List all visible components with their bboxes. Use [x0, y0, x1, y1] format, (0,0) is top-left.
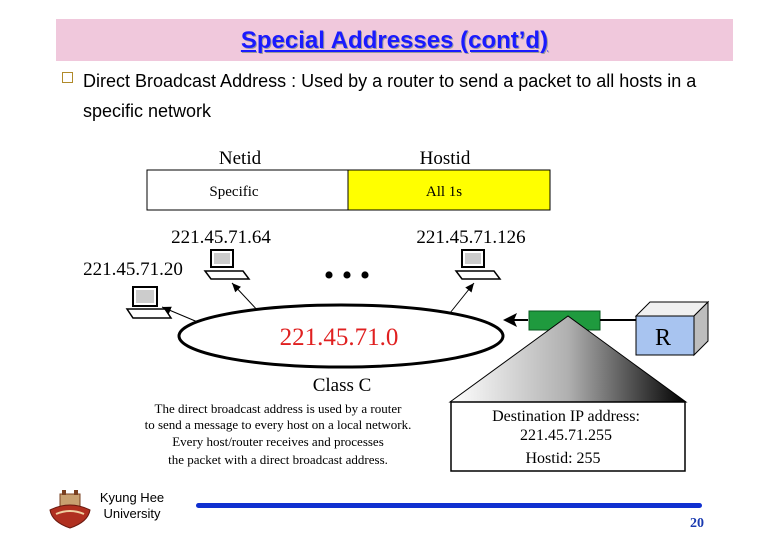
class-label: Class C — [313, 375, 372, 396]
bullet-square-icon — [62, 72, 73, 83]
all1s-label: All 1s — [426, 184, 462, 200]
university-line2: University — [103, 506, 161, 521]
computer-icon — [125, 286, 173, 319]
ellipsis-dots: • • • — [324, 259, 371, 292]
caption-line: the packet with a direct broadcast addre… — [168, 452, 388, 467]
caption-line: to send a message to every host on a loc… — [145, 417, 412, 432]
host2-ip: 221.45.71.126 — [416, 227, 525, 248]
broadcast-arrow — [449, 282, 475, 314]
host1-ip: 221.45.71.64 — [171, 227, 271, 248]
university-logo-icon — [49, 490, 91, 529]
broadcast-arrow — [231, 282, 261, 314]
router-label: R — [655, 325, 671, 351]
caption-line: The direct broadcast address is used by … — [155, 401, 403, 416]
host3-ip: 221.45.71.20 — [83, 259, 183, 280]
network-ellipse — [177, 303, 505, 369]
title-bar: Special Addresses (cont’d) — [56, 19, 733, 61]
netid-label: Netid — [219, 148, 262, 169]
broadcast-arrow — [161, 306, 201, 324]
specific-cell — [146, 169, 349, 211]
specific-label: Specific — [209, 184, 258, 200]
university-line1: Kyung Hee — [99, 490, 165, 505]
incoming-arrowhead — [503, 313, 517, 327]
page-number: 20 — [690, 516, 704, 531]
network-ip: 221.45.71.0 — [280, 324, 399, 351]
destination-line: 221.45.71.255 — [520, 427, 612, 444]
caption-line: Every host/router receives and processes — [172, 434, 384, 449]
university-name: Kyung Hee University — [92, 490, 172, 522]
bullet-text: Direct Broadcast Address : Used by a rou… — [83, 71, 697, 121]
destination-line: Hostid: 255 — [525, 450, 600, 467]
computer-icon — [203, 249, 251, 280]
slide-title: Special Addresses (cont’d) — [240, 27, 549, 54]
computer-icon — [454, 249, 502, 280]
footer-bar — [196, 503, 702, 508]
hostid-label: Hostid — [420, 148, 471, 169]
router-icon — [634, 300, 710, 357]
destination-box — [450, 401, 686, 472]
all1s-cell — [347, 169, 551, 211]
destination-line: Destination IP address: — [492, 408, 640, 425]
